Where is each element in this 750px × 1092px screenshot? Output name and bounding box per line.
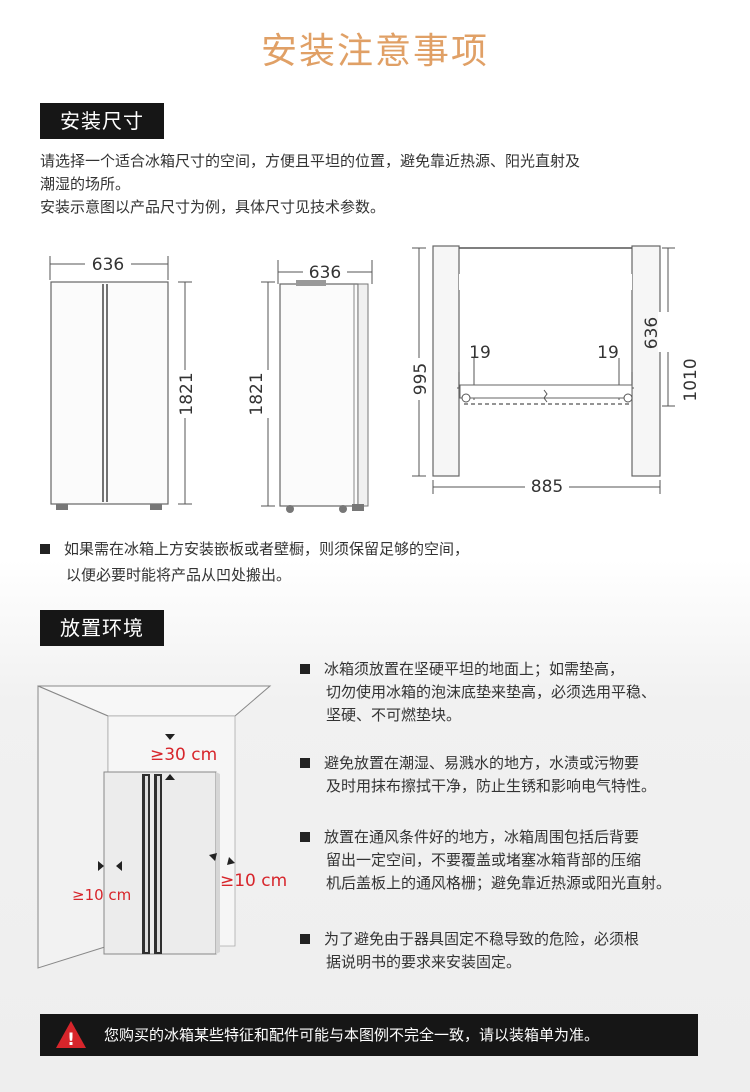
env-item-1-line-1: 冰箱须放置在坚硬平坦的地面上；如需垫高，	[324, 660, 625, 678]
intro-line-2: 潮湿的场所。	[40, 175, 131, 193]
front-view-diagram: 636 1821	[49, 254, 197, 510]
dimension-diagrams: 636 1821 636 1821	[49, 245, 701, 513]
environment-item-2: 避免放置在潮湿、易溅水的地方，水渍或污物要 及时用抹布擦拭干净，防止生锈和影响电…	[300, 752, 740, 798]
gap-right-label: 19	[597, 343, 619, 363]
side-view-diagram: 636 1821	[247, 260, 373, 513]
svg-text:!: !	[67, 1030, 75, 1050]
left-clearance-label: ≥10 cm	[72, 886, 131, 904]
arrow-right-icon	[92, 861, 104, 871]
env-item-4-line-2: 据说明书的要求来安装固定。	[326, 953, 522, 971]
bullet-square-icon	[300, 758, 310, 768]
warning-banner: ! 您购买的冰箱某些特征和配件可能与本图例不完全一致，请以装箱单为准。	[40, 1014, 698, 1056]
env-item-1-line-2: 切勿使用冰箱的泡沫底垫来垫高，必须选用平稳、	[326, 683, 657, 701]
arrow-diagonal-in-icon	[206, 853, 217, 864]
warning-text: 您购买的冰箱某些特征和配件可能与本图例不完全一致，请以装箱单为准。	[104, 1026, 600, 1044]
env-item-1-line-3: 坚硬、不可燃垫块。	[326, 706, 462, 724]
arrow-up-icon	[165, 774, 175, 786]
environment-item-3: 放置在通风条件好的地方，冰箱周围包括后背要 留出一定空间，不要覆盖或堵塞冰箱背部…	[300, 826, 740, 895]
env-item-2-line-1: 避免放置在潮湿、易溅水的地方，水渍或污物要	[324, 754, 640, 772]
warning-icon: !	[56, 1021, 86, 1050]
section-heading-install-size: 安装尺寸	[40, 103, 164, 139]
front-width-label: 636	[92, 255, 124, 275]
recess-depth-label: 636	[642, 317, 662, 349]
recess-total-label: 1010	[681, 358, 701, 401]
arrow-down-icon	[165, 728, 175, 740]
side-height-label: 1821	[247, 372, 267, 415]
recess-height-label: 995	[411, 363, 431, 395]
install-size-intro: 请选择一个适合冰箱尺寸的空间，方便且平坦的位置，避免靠近热源、阳光直射及 潮湿的…	[40, 150, 720, 219]
env-item-3-line-2: 留出一定空间，不要覆盖或堵塞冰箱背部的压缩	[326, 851, 642, 869]
gap-left-label: 19	[469, 343, 491, 363]
recess-width-label: 885	[531, 477, 563, 497]
intro-line-3: 安装示意图以产品尺寸为例，具体尺寸见技术参数。	[40, 198, 386, 216]
side-depth-label: 636	[309, 263, 341, 283]
bullet-square-icon	[300, 934, 310, 944]
page-title: 安装注意事项	[260, 31, 489, 72]
env-item-3-line-1: 放置在通风条件好的地方，冰箱周围包括后背要	[324, 828, 640, 846]
note-line-1: 如果需在冰箱上方安装嵌板或者壁橱，则须保留足够的空间，	[64, 540, 470, 558]
right-clearance-label: ≥10 cm	[220, 871, 287, 891]
arrow-diagonal-out-icon	[227, 854, 238, 865]
front-height-label: 1821	[177, 372, 197, 415]
note-line-2: 以便必要时能将产品从凹处搬出。	[66, 566, 292, 584]
environment-item-1: 冰箱须放置在坚硬平坦的地面上；如需垫高， 切勿使用冰箱的泡沫底垫来垫高，必须选用…	[300, 658, 740, 727]
arrow-left-icon	[116, 861, 128, 871]
section-heading-environment: 放置环境	[40, 610, 164, 646]
install-note: 如果需在冰箱上方安装嵌板或者壁橱，则须保留足够的空间， 以便必要时能将产品从凹处…	[40, 538, 720, 587]
placement-diagram: ≥30 cm ≥10 cm ≥10 cm	[37, 685, 287, 969]
recess-view-diagram: 19 19 885 995 636 1010	[409, 245, 701, 498]
environment-item-4: 为了避免由于器具固定不稳导致的危险，必须根 据说明书的要求来安装固定。	[300, 928, 740, 974]
env-item-3-line-3: 机后盖板上的通风格栅；避免靠近热源或阳光直射。	[326, 874, 672, 892]
top-clearance-label: ≥30 cm	[150, 745, 217, 765]
bullet-square-icon	[300, 664, 310, 674]
bullet-square-icon	[40, 544, 50, 554]
bullet-square-icon	[300, 832, 310, 842]
intro-line-1: 请选择一个适合冰箱尺寸的空间，方便且平坦的位置，避免靠近热源、阳光直射及	[40, 152, 581, 170]
env-item-2-line-2: 及时用抹布擦拭干净，防止生锈和影响电气特性。	[326, 777, 657, 795]
env-item-4-line-1: 为了避免由于器具固定不稳导致的危险，必须根	[324, 930, 640, 948]
